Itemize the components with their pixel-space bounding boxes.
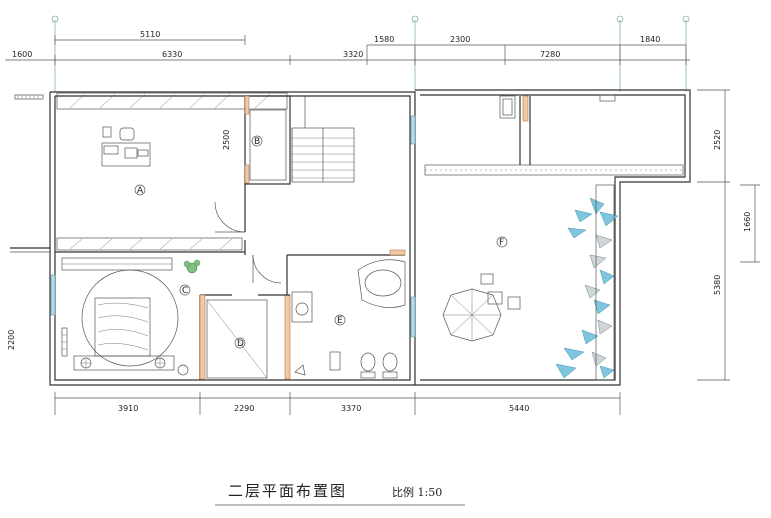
dim-right-1: 2520	[713, 130, 722, 150]
dim-top-4: 1580	[374, 35, 394, 44]
room-b-closet: B 2500	[222, 95, 291, 185]
dim-left-1: 2500	[222, 130, 231, 150]
dim-bottom-1: 3910	[118, 404, 138, 413]
corridor-doors	[214, 184, 282, 284]
dim-top-1: 1600	[12, 50, 32, 59]
dim-bottom-4: 5440	[509, 404, 529, 413]
upper-cabinet-strip	[14, 92, 288, 110]
axis-markers	[51, 15, 690, 92]
dim-bottom-3: 3370	[341, 404, 361, 413]
top-dimension-chain: 5110 1600 6330 3320 1580 2300 7280 1840	[5, 30, 690, 65]
room-label-a: A	[137, 186, 144, 196]
title-block: 二层平面布置图 比例 1:50	[215, 482, 465, 506]
bottom-dimension-chain: 3910 2290 3370 5440	[54, 392, 621, 415]
dim-right-2: 1660	[743, 212, 752, 232]
dim-top-2: 6330	[162, 50, 182, 59]
room-label-b: B	[254, 137, 260, 147]
dim-left-2: 2200	[7, 330, 16, 350]
right-dimension-chain: 2520 1660 5380	[697, 89, 760, 381]
bedroom-wardrobe-strip	[10, 237, 245, 253]
room-d-closet: D	[199, 294, 291, 380]
parasol-table-icon	[442, 273, 521, 342]
staircase	[291, 96, 355, 183]
drawing-title: 二层平面布置图	[228, 482, 347, 500]
drawing-scale: 比例 1:50	[392, 485, 442, 499]
exterior-walls	[49, 89, 691, 386]
room-e-bathroom: E	[286, 249, 406, 379]
right-wing-interior	[410, 94, 684, 338]
dim-top-7: 1840	[640, 35, 660, 44]
room-a-study: A	[101, 126, 151, 196]
dim-bottom-2: 2290	[234, 404, 254, 413]
room-label-d: D	[237, 339, 244, 349]
planter-greenery	[555, 184, 619, 381]
potted-plant-icon	[183, 259, 201, 274]
dim-top-5: 2300	[450, 35, 470, 44]
dim-top-upper-1: 5110	[140, 30, 160, 39]
room-label-e: E	[337, 316, 343, 326]
dim-top-3: 3320	[343, 50, 363, 59]
room-f-lounge: F	[442, 184, 619, 381]
room-label-f: F	[499, 238, 504, 248]
dim-right-3: 5380	[713, 275, 722, 295]
dim-top-6: 7280	[540, 50, 560, 59]
room-label-c: C	[182, 286, 188, 296]
room-c-bedroom: C 2200	[7, 257, 201, 376]
